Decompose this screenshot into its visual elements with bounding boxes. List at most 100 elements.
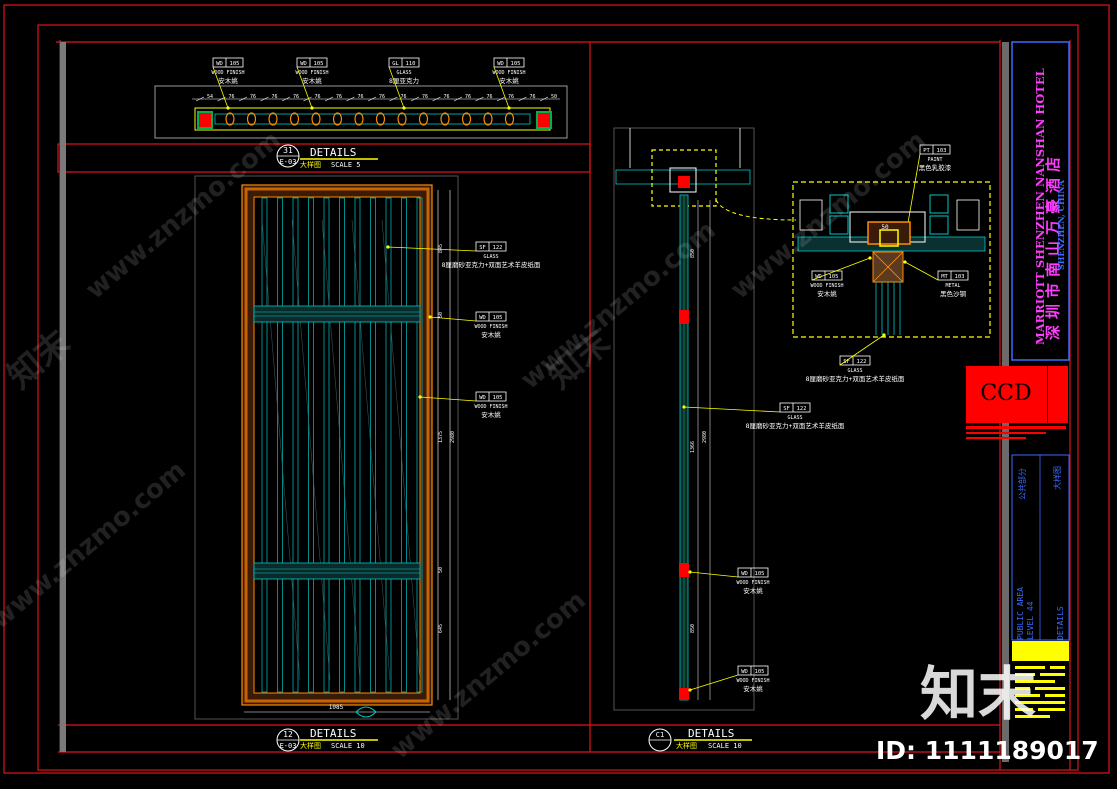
tag-cn: 安木姚: [817, 289, 837, 298]
leader-line: [689, 571, 739, 578]
tag-en: GLASS: [787, 415, 802, 421]
leader-dot: [418, 395, 422, 399]
dim-label: 1375: [438, 431, 444, 443]
title-label-elev: DETAILS: [310, 727, 356, 740]
leader-line: [493, 66, 510, 109]
title-num-elev: 12: [283, 730, 293, 739]
tag-num: 122: [797, 406, 807, 412]
tag-cn: 安木姚: [499, 76, 519, 85]
glass-bar: [416, 197, 423, 693]
dim-label: 54: [207, 94, 213, 100]
glass-bar: [401, 197, 407, 693]
tag-en: WOOD FINISH: [736, 678, 769, 684]
title-badge-top: 31 E-03 DETAILS 大样图 SCALE 5: [276, 144, 378, 169]
glass-bar: [308, 197, 314, 693]
leader-line: [387, 246, 477, 252]
tag-cn: 安木姚: [743, 684, 763, 693]
watermark-corner: 知末 ID: 1111189017: [876, 660, 1099, 765]
glass-bar: [354, 197, 361, 693]
tag-cn: 黑色沙钢: [940, 289, 967, 298]
tag-en: METAL: [945, 283, 960, 289]
dim-tick: [389, 96, 398, 102]
dim-label: 76: [314, 94, 320, 100]
slot-mark: [483, 112, 493, 126]
dim-tick: [303, 96, 312, 102]
dim-tick: [238, 96, 248, 102]
scale-elev: SCALE 10: [331, 742, 365, 750]
leader-line: [429, 316, 477, 322]
dim-tick: [195, 96, 205, 102]
slot-mark: [268, 112, 278, 126]
tag-code: SF: [479, 245, 486, 251]
leader-line: [296, 66, 313, 109]
tag-num: 122: [857, 359, 867, 365]
dim-label: 76: [250, 94, 256, 100]
tag-num: 105: [755, 669, 765, 675]
glass-bar: [323, 197, 330, 693]
dim-label: 76: [293, 94, 299, 100]
tag-en: GLASS: [396, 70, 411, 76]
tag-en: GLASS: [483, 254, 498, 260]
title-label-sect: DETAILS: [688, 727, 734, 740]
area-en: PUBLIC AREA: [1016, 587, 1025, 640]
callout-dim: 50: [881, 224, 889, 231]
leader-line: [811, 257, 871, 281]
area-cn: 公共部分: [1017, 468, 1027, 500]
dim-label: 76: [336, 94, 342, 100]
tag-num: 105: [230, 61, 240, 67]
leader-line: [683, 406, 781, 413]
tag-num: 110: [406, 61, 416, 67]
leader-dot: [507, 106, 511, 110]
watermark-brand-1: 知末: [0, 323, 78, 397]
leader-line: [689, 674, 739, 691]
tag-code: MT: [941, 274, 948, 280]
hatch-line: [381, 219, 421, 681]
slot-mark: [504, 112, 515, 126]
tag-cn: 黑色乳胶漆: [919, 163, 952, 172]
tag-cn: 8厘磨砂亚克力+双面艺术羊皮纸面: [746, 421, 845, 430]
title-block: 深圳市南山万豪酒店 MARRIOTT SHENZHEN NANSHAN HOTE…: [966, 41, 1070, 718]
slot-mark: [246, 112, 257, 126]
ccd-logo: CCD: [980, 381, 1031, 406]
tag-en: WOOD FINISH: [492, 70, 525, 76]
dim-label: 76: [422, 94, 428, 100]
dim-label: 76: [486, 94, 492, 100]
watermark-brand-logo: 知末: [920, 660, 1036, 728]
tag-en: WOOD FINISH: [474, 404, 507, 410]
glass-bar: [261, 197, 268, 693]
dim-label: 50: [438, 567, 444, 573]
tag-cn: 安木姚: [743, 586, 763, 595]
hotel-name-cn: 深圳市南山万豪酒店: [1044, 151, 1062, 340]
dim-label: 76: [228, 94, 234, 100]
slot-mark: [311, 112, 321, 126]
glass-bar: [339, 197, 345, 693]
tag-num: 105: [511, 61, 521, 67]
leader-line: [388, 66, 405, 109]
rails: [253, 305, 421, 580]
leader-dot: [882, 333, 886, 337]
watermark-layer: www.znzmo.com www.znzmo.com www.znzmo.co…: [0, 125, 932, 765]
tag-en: WOOD FINISH: [474, 324, 507, 330]
dim-label: 76: [400, 94, 406, 100]
tag-en: PAINT: [927, 157, 942, 163]
leader-dot: [903, 260, 907, 264]
dim-tick: [539, 96, 549, 102]
slot-mark: [375, 112, 386, 126]
dim-label: 76: [529, 94, 535, 100]
tag-cn: 8厘亚克力: [389, 76, 419, 85]
dim-tick: [260, 96, 269, 102]
dim-tick: [367, 96, 377, 102]
dim-label: 1366: [690, 441, 696, 453]
slot-mark: [461, 112, 472, 126]
leader-dot: [428, 315, 432, 319]
dim-label: 76: [271, 94, 277, 100]
title-label-top: DETAILS: [310, 146, 356, 159]
